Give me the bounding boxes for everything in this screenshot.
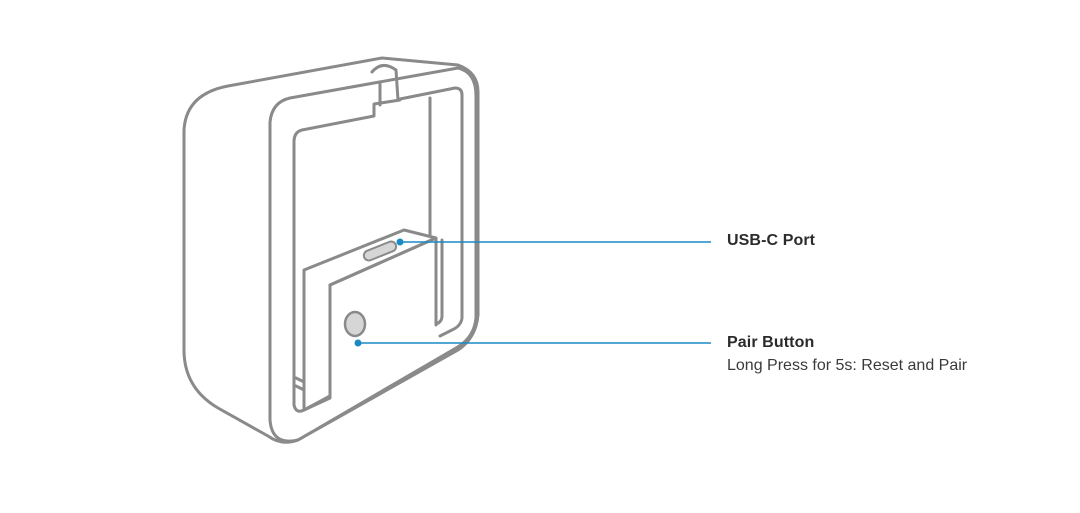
button-block-front	[328, 236, 438, 327]
inner-frame	[292, 86, 464, 413]
pair-callout-dot	[354, 339, 362, 347]
pair-button-label: Pair Button	[727, 334, 815, 351]
top-notch	[370, 64, 400, 107]
pair-button-description: Long Press for 5s: Reset and Pair	[727, 357, 968, 374]
pair-button-shape	[343, 310, 367, 338]
device-outline	[182, 56, 480, 444]
front-face	[268, 66, 478, 443]
callout-lines	[354, 238, 711, 347]
rail-detail-left	[294, 376, 306, 392]
usb-c-port-label: USB-C Port	[727, 232, 816, 249]
housing-outer	[182, 56, 480, 444]
usb-c-port-slot	[362, 240, 398, 262]
usb-callout-dot	[396, 238, 404, 246]
